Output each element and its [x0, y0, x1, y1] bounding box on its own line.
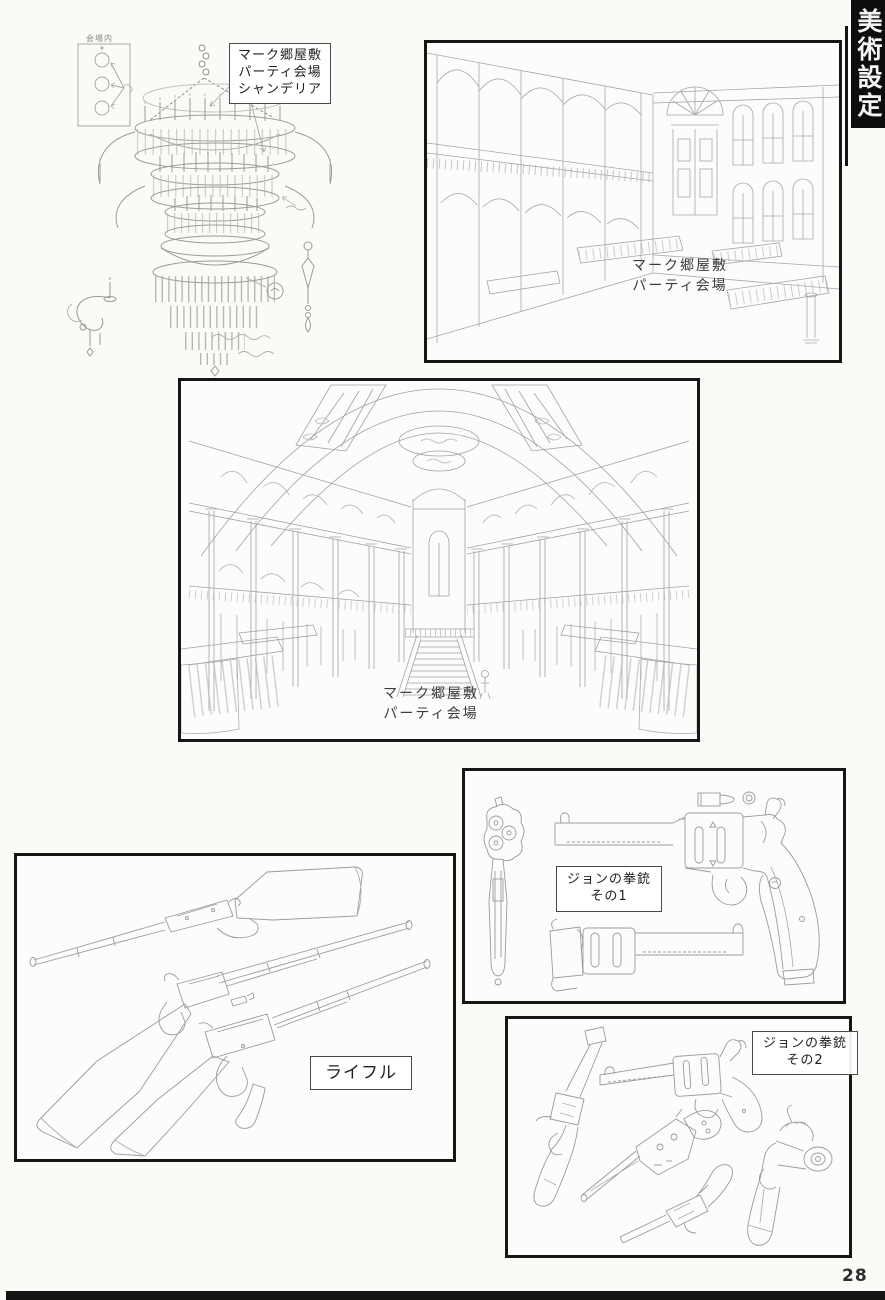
caption-line: パーティ会場 — [383, 706, 479, 723]
venue-diagram-label: 会場内 — [86, 34, 113, 43]
art-design-banner: 美術設定 — [851, 0, 885, 128]
party-hall-panel-main: マーク郷屋敷 パーティ会場 — [178, 378, 700, 742]
bottom-edge-bar — [6, 1291, 885, 1300]
caption-line: その1 — [590, 888, 628, 904]
caption-line: パーティ会場 — [632, 278, 728, 295]
caption-line: マーク郷屋敷 — [632, 258, 728, 274]
caption-line: ジョンの拳銃 — [763, 1036, 848, 1051]
chandelier-caption: マーク郷屋敷 パーティ会場 シャンデリア — [229, 43, 332, 104]
handgun-panel-1: ジョンの拳銃 その1 — [462, 768, 846, 1004]
handgun-1-caption: ジョンの拳銃 その1 — [556, 866, 663, 912]
caption-line: シャンデリア — [238, 81, 323, 97]
caption-line: その2 — [786, 1052, 824, 1068]
party-hall-main-drawing — [181, 384, 697, 734]
caption-line: ライフル — [325, 1063, 397, 1083]
party-hall-top-caption: マーク郷屋敷 パーティ会場 — [632, 256, 728, 297]
handgun-2-caption: ジョンの拳銃 その2 — [752, 1031, 859, 1075]
party-hall-main-caption: マーク郷屋敷 パーティ会場 — [383, 684, 479, 725]
party-hall-panel-top: マーク郷屋敷 パーティ会場 — [424, 40, 842, 363]
caption-line: マーク郷屋敷 — [383, 686, 479, 702]
rifle-caption: ライフル — [310, 1056, 412, 1091]
handgun-2-drawing — [533, 1026, 833, 1246]
banner-edge-line — [845, 26, 848, 166]
chandelier-sketch — [66, 43, 332, 377]
party-hall-top-drawing — [427, 52, 839, 344]
caption-line: マーク郷屋敷 — [238, 48, 323, 63]
page-number: 28 — [842, 1266, 868, 1286]
rifle-drawing — [29, 866, 431, 1157]
caption-line: パーティ会場 — [238, 64, 322, 80]
caption-line: ジョンの拳銃 — [567, 872, 652, 887]
rifle-panel: ライフル — [14, 853, 456, 1162]
handgun-1-drawing — [483, 791, 820, 992]
handgun-panel-2: ジョンの拳銃 その2 — [505, 1016, 859, 1258]
